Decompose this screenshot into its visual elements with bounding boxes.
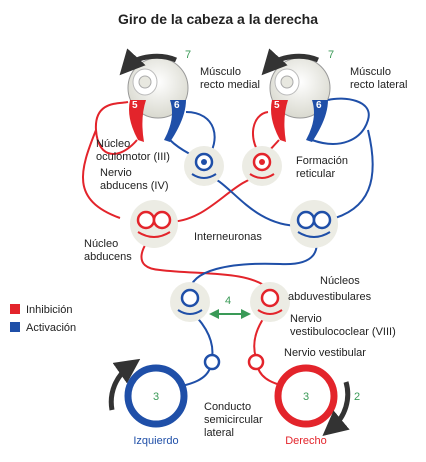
left-vestibular-ganglion [203, 353, 221, 371]
diagram-title: Giro de la cabeza a la derecha [118, 11, 318, 27]
left-eye-muscle-5-red [129, 100, 146, 142]
formation-reticular-node [242, 146, 282, 186]
label-musculo-lateral-2: recto lateral [350, 79, 407, 91]
blue-path-vestibular-to-right-abducens [189, 237, 318, 293]
label-musculo-lateral-1: Músculo [350, 66, 391, 78]
label-nervio-vestibular: Nervio vestibular [284, 347, 366, 359]
label-musculo-medial-1: Músculo [200, 66, 241, 78]
right-vestibular-ganglion [247, 353, 265, 371]
blue-path-right-abducens-nerve [327, 129, 374, 221]
label-nucleo-oculomotor-1: Núcleo [96, 138, 130, 150]
label-nucleos-vest-2: abduvestibulares [288, 291, 372, 303]
number-6-left: 6 [174, 100, 180, 111]
number-3-right: 3 [303, 391, 309, 403]
label-derecho: Derecho [285, 435, 327, 447]
right-eye-muscle-6-blue [306, 100, 328, 142]
number-7-right: 7 [328, 49, 334, 61]
label-nervio-vc-2: vestibulococlear (VIII) [290, 326, 396, 338]
label-nucleo-abducens-1: Núcleo [84, 238, 118, 250]
label-conducto-2: semicircular [204, 414, 263, 426]
red-path-vestibular-to-left-abducens [140, 237, 271, 291]
label-nervio-abducens-1: Nervio [100, 167, 132, 179]
label-conducto-1: Conducto [204, 401, 251, 413]
number-5-right: 5 [274, 100, 280, 111]
right-canal-rotation-arrow [322, 381, 351, 437]
oculomotor-nucleus-left [184, 146, 224, 186]
label-formacion-1: Formación [296, 155, 348, 167]
number-7-left: 7 [185, 49, 191, 61]
vestibular-nucleus-left [170, 282, 210, 322]
legend-inhibition-swatch [10, 304, 20, 314]
right-eye-rotation-arrow [261, 48, 319, 76]
abducens-nucleus-right [290, 200, 338, 248]
legend-activation-label: Activación [26, 322, 76, 334]
abducens-nucleus-left [130, 200, 178, 248]
legend-inhibition-label: Inhibición [26, 304, 72, 316]
number-2: 2 [354, 391, 360, 403]
red-path-left-abducens-nerve [82, 129, 121, 219]
label-nervio-vc-1: Nervio [290, 313, 322, 325]
label-nucleo-abducens-2: abducens [84, 251, 132, 263]
right-semicircular-canal [274, 364, 338, 428]
label-nucleo-oculomotor-2: oculomotor (III) [96, 151, 170, 163]
left-semicircular-canal [124, 364, 188, 428]
legend-activation-swatch [10, 322, 20, 332]
number-3-left: 3 [153, 391, 159, 403]
left-eye-muscle-6-blue [164, 100, 186, 142]
label-nervio-abducens-2: abducens (IV) [100, 180, 168, 192]
label-interneuronas: Interneuronas [194, 231, 262, 243]
label-musculo-medial-2: recto medial [200, 79, 260, 91]
label-conducto-3: lateral [204, 427, 234, 439]
label-izquierdo: Izquierdo [133, 435, 178, 447]
label-nucleos-vest-1: Núcleos [320, 275, 360, 287]
blue-path-left-canal-link [181, 367, 211, 387]
red-cross-left-abducens-to-right [167, 174, 265, 223]
label-formacion-2: reticular [296, 168, 335, 180]
blue-path-right-muscle [311, 97, 370, 145]
left-eye-rotation-arrow [119, 48, 177, 76]
left-canal-rotation-arrow [108, 358, 141, 411]
number-5-left: 5 [132, 100, 138, 111]
number-6-right: 6 [316, 100, 322, 111]
right-eye-muscle-5-red [271, 100, 288, 142]
vestibular-nucleus-right [250, 282, 290, 322]
number-4: 4 [225, 295, 231, 307]
